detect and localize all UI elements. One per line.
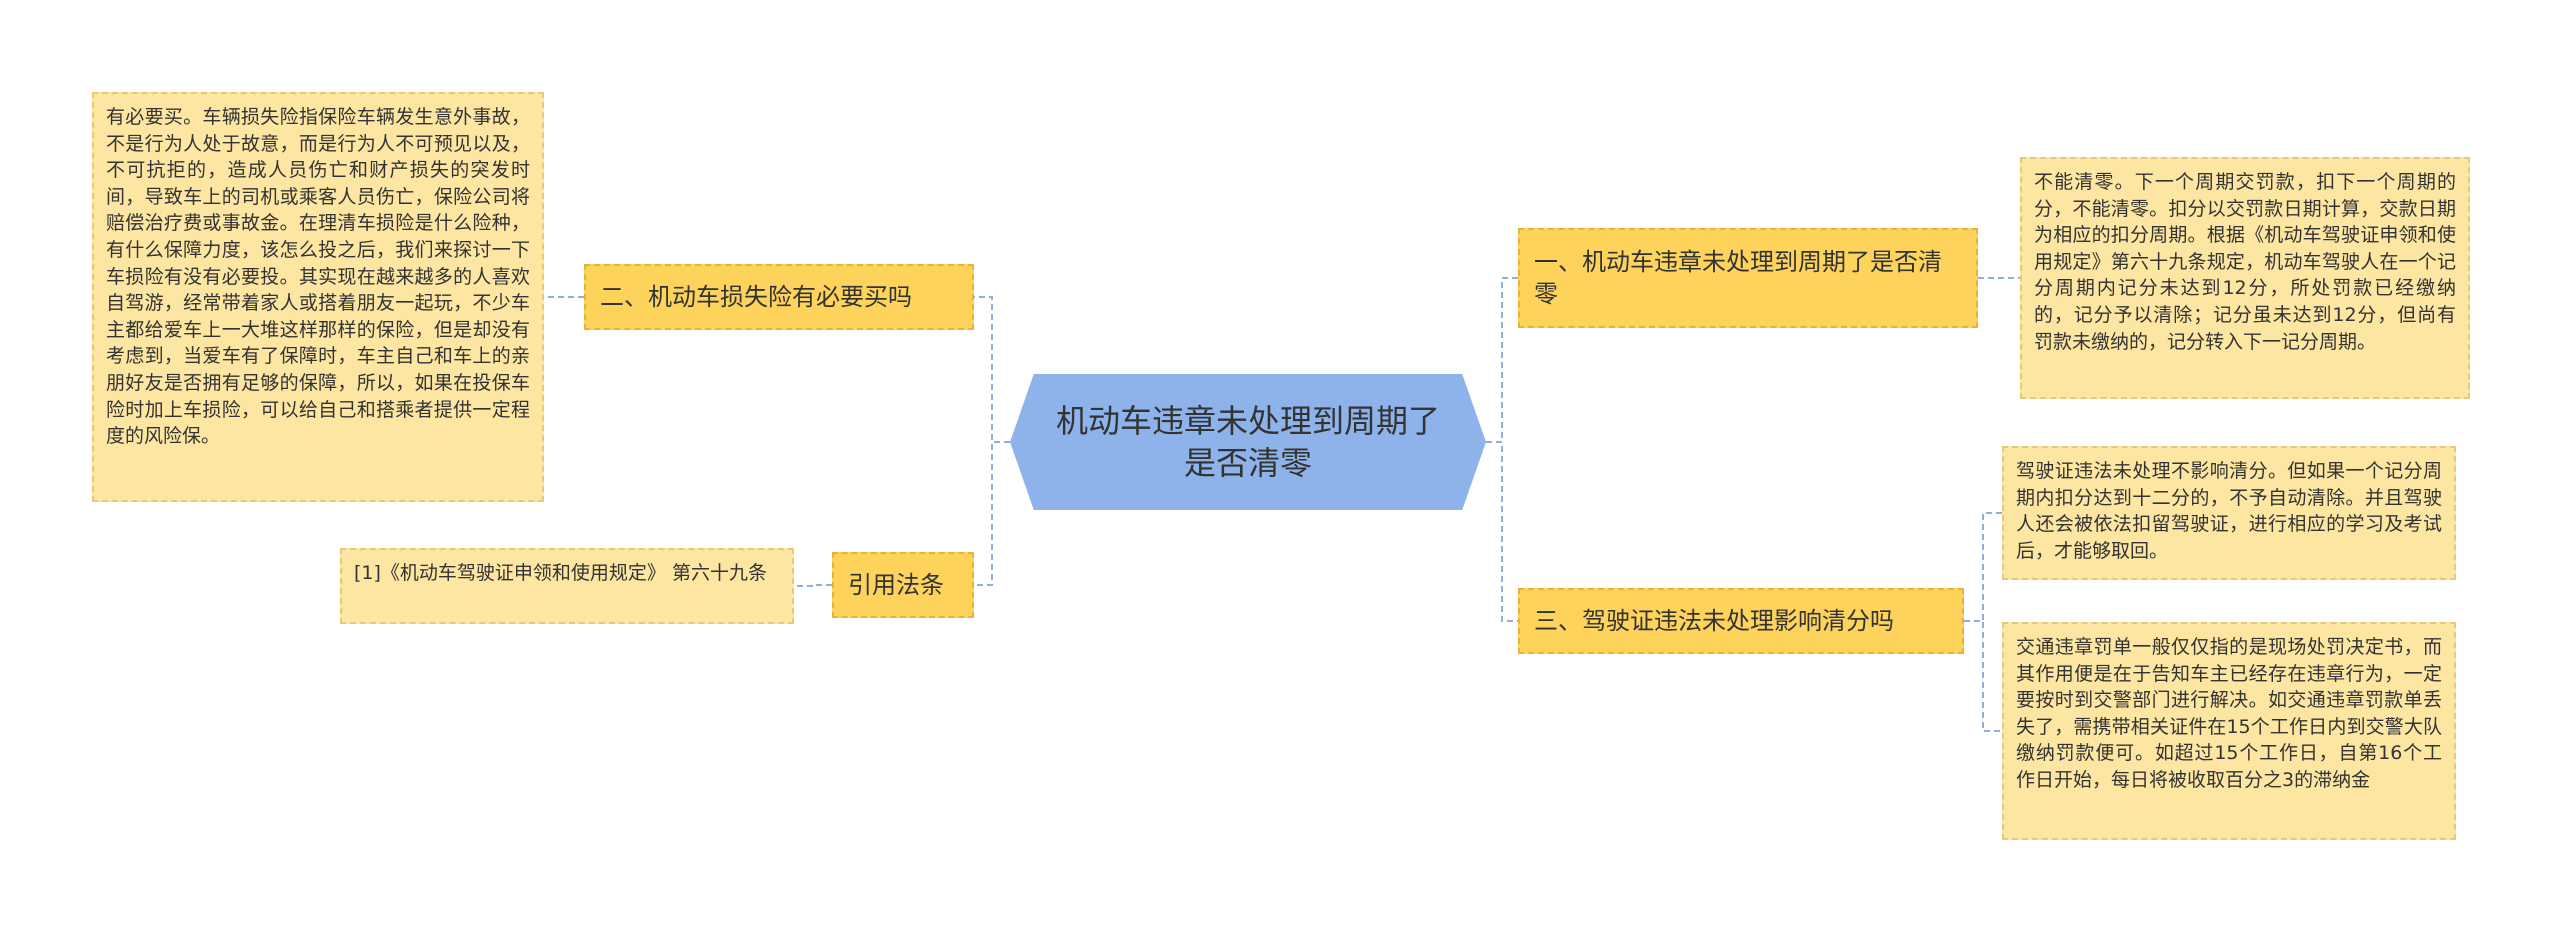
leaf-text: 有必要买。车辆损失险指保险车辆发生意外事故，不是行为人处于故意，而是行为人不可预…	[106, 106, 530, 448]
leaf-violation-cycle-detail: 不能清零。下一个周期交罚款，扣下一个周期的分，不能清零。扣分以交罚款日期计算，交…	[2020, 157, 2470, 399]
leaf-vehicle-damage-insurance-detail: 有必要买。车辆损失险指保险车辆发生意外事故，不是行为人处于故意，而是行为人不可预…	[92, 92, 544, 502]
connector-center-to-topic	[1486, 441, 1518, 622]
connector-center-to-topic	[974, 296, 1010, 443]
topic-label: 一、机动车违章未处理到周期了是否清零	[1534, 248, 1942, 308]
topic-label: 二、机动车损失险有必要买吗	[600, 283, 912, 311]
topic-vehicle-damage-insurance[interactable]: 二、机动车损失险有必要买吗	[584, 264, 974, 330]
central-topic-label: 机动车违章未处理到周期了是否清零	[1055, 402, 1440, 482]
topic-label: 引用法条	[848, 571, 944, 599]
topic-license-points-clearing[interactable]: 三、驾驶证违法未处理影响清分吗	[1518, 588, 1964, 654]
leaf-text: [1]《机动车驾驶证申领和使用规定》 第六十九条	[354, 562, 767, 584]
topic-violation-cycle-reset[interactable]: 一、机动车违章未处理到周期了是否清零	[1518, 228, 1978, 328]
central-topic[interactable]: 机动车违章未处理到周期了是否清零	[1010, 374, 1486, 510]
leaf-text: 驾驶证违法未处理不影响清分。但如果一个记分周期内扣分达到十二分的，不予自动清除。…	[2016, 460, 2442, 562]
connector-topic-to-leaf	[794, 584, 832, 587]
connector-topic-to-leaf	[1964, 620, 2002, 732]
leaf-text: 交通违章罚单一般仅仅指的是现场处罚决定书，而其作用便是在于告知车主已经存在违章行…	[2016, 636, 2442, 791]
connector-center-to-topic	[1486, 277, 1518, 443]
connector-center-to-topic	[974, 441, 1010, 586]
topic-cited-law[interactable]: 引用法条	[832, 552, 974, 618]
leaf-ticket-fine-detail: 交通违章罚单一般仅仅指的是现场处罚决定书，而其作用便是在于告知车主已经存在违章行…	[2002, 622, 2456, 840]
topic-label: 三、驾驶证违法未处理影响清分吗	[1534, 607, 1894, 635]
leaf-text: 不能清零。下一个周期交罚款，扣下一个周期的分，不能清零。扣分以交罚款日期计算，交…	[2034, 171, 2456, 353]
leaf-license-points-detail: 驾驶证违法未处理不影响清分。但如果一个记分周期内扣分达到十二分的，不予自动清除。…	[2002, 446, 2456, 580]
leaf-cited-law-reference: [1]《机动车驾驶证申领和使用规定》 第六十九条	[340, 548, 794, 624]
connector-topic-to-leaf	[1964, 512, 2002, 622]
